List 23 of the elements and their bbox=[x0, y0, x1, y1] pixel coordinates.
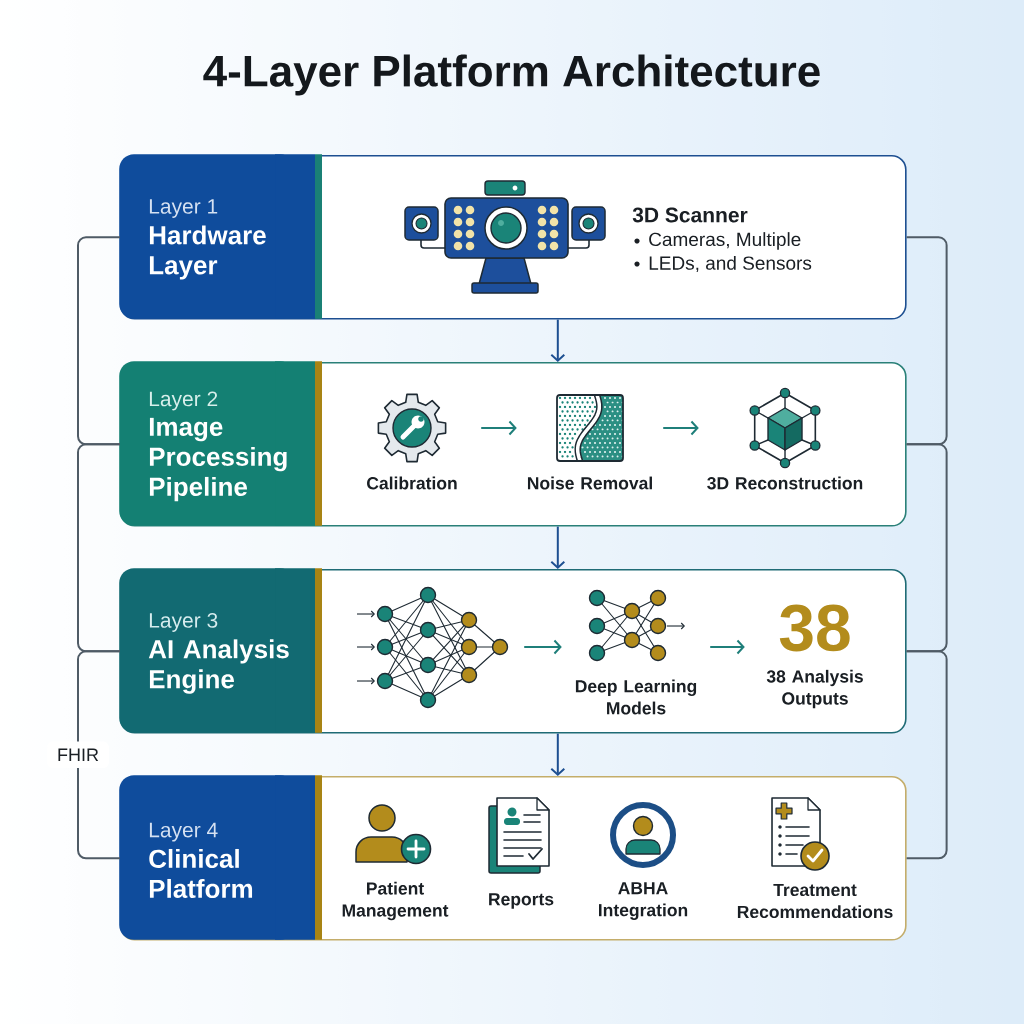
layer-title: Image Processing Pipeline bbox=[149, 417, 287, 502]
bullet-item: LEDs, and Sensors bbox=[649, 255, 812, 273]
feature-label: Patient Management bbox=[342, 881, 449, 921]
feature-label: ABHA Integration bbox=[599, 882, 688, 920]
title: 4-Layer Platform Architecture bbox=[203, 54, 820, 96]
big-number: 38 bbox=[779, 604, 850, 652]
feature-label: Reports bbox=[489, 893, 554, 909]
step-label: Calibration bbox=[367, 476, 457, 490]
layer-title: AI Analysis Engine bbox=[148, 639, 289, 694]
layer-number: Layer 1 bbox=[149, 199, 218, 218]
layer-number: Layer 2 bbox=[149, 391, 218, 411]
scanner-title: 3D Scanner bbox=[632, 207, 748, 223]
edge-label: FHIR bbox=[47, 741, 109, 768]
layer-number: Layer 4 bbox=[149, 822, 218, 842]
layer-title: Hardware Layer bbox=[149, 225, 266, 280]
bullet-item: Cameras, Multiple bbox=[649, 232, 801, 250]
step-label: 3D Reconstruction bbox=[707, 476, 863, 490]
layer-title: Clinical Platform bbox=[149, 848, 253, 899]
layer-number: Layer 3 bbox=[149, 612, 218, 632]
step-label: Noise Removal bbox=[527, 476, 652, 490]
stat-label: 38 Analysis Outputs bbox=[766, 669, 863, 709]
feature-label: Treatment Recommendations bbox=[737, 883, 893, 919]
model-label: Deep Learning Models bbox=[575, 679, 697, 715]
